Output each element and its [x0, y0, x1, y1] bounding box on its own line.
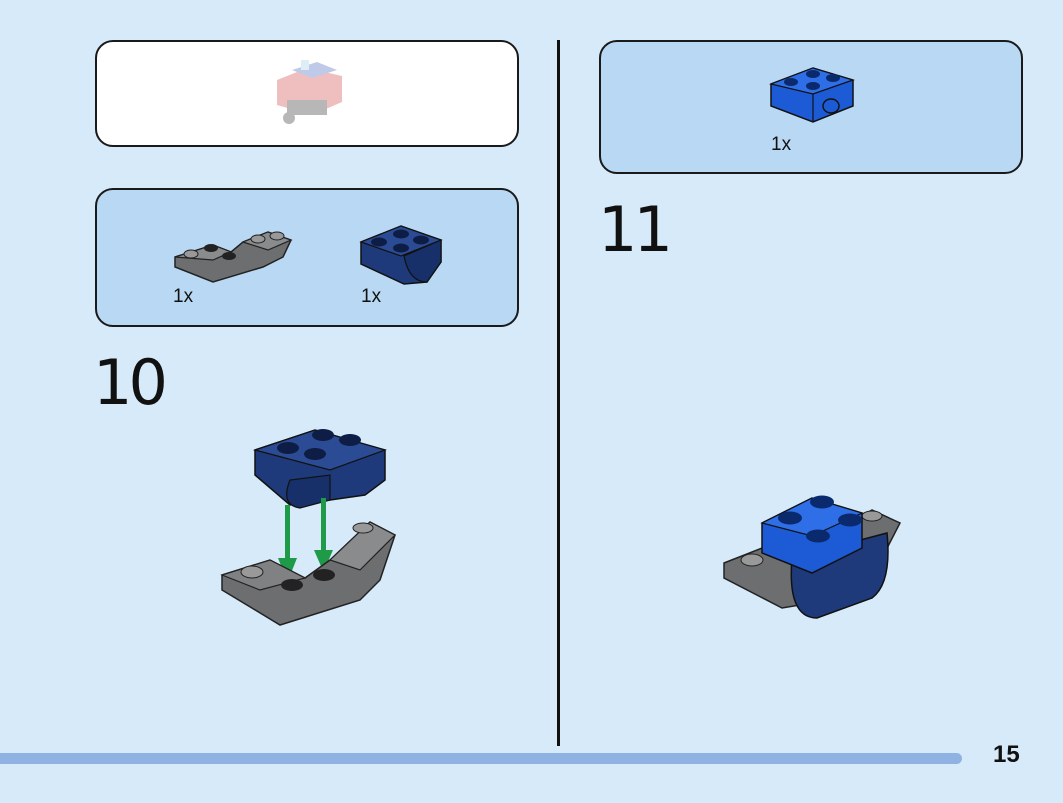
- page-number: 15: [993, 741, 1020, 768]
- model-preview-panel: [95, 40, 519, 147]
- progress-bar: [0, 753, 962, 764]
- parts-list-step-10: 1x 1x: [95, 188, 519, 327]
- parts-list-step-11: 1x: [599, 40, 1023, 174]
- step-10-assembly-illustration: [220, 429, 397, 626]
- completed-model-preview-icon: [277, 60, 342, 124]
- step-11-assembly-illustration: [723, 495, 902, 619]
- dark-blue-curved-slope-brick-icon: [359, 225, 443, 285]
- part-quantity: 1x: [771, 134, 792, 155]
- step-number: 10: [93, 346, 168, 419]
- step-number: 11: [598, 193, 673, 266]
- part-quantity: 1x: [361, 286, 382, 307]
- placement-arrow: [314, 498, 333, 572]
- dark-gray-inverted-slope-brick-icon: [174, 231, 293, 283]
- blue-brick-with-hole-icon: [768, 67, 855, 123]
- page-divider: [557, 40, 560, 746]
- part-quantity: 1x: [173, 286, 194, 307]
